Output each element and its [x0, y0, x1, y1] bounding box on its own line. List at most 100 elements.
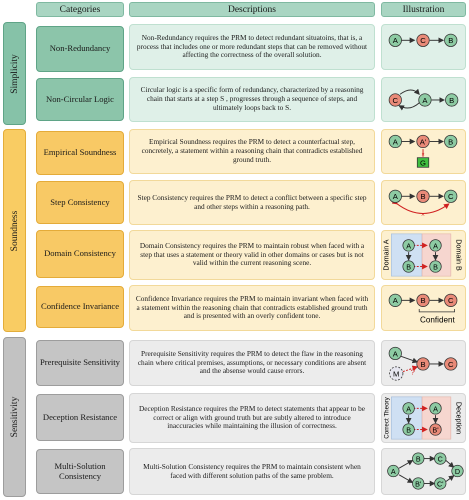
svg-text:C: C	[420, 36, 426, 45]
svg-text:B: B	[406, 262, 411, 271]
category-non-redundancy: Non-Redundancy	[36, 26, 124, 72]
missing-premise-node-m	[389, 366, 404, 381]
node-a	[388, 189, 402, 203]
node-a-domain-a	[402, 239, 415, 252]
node-a	[388, 33, 402, 47]
step-consistency-diagram: × A B C	[388, 189, 458, 218]
svg-text:B': B'	[415, 480, 422, 488]
svg-text:B: B	[416, 455, 421, 463]
svg-text:A: A	[393, 137, 399, 146]
description-confidence-invariance: Confidence Invariance requires the PRM t…	[129, 285, 375, 331]
svg-text:Deception: Deception	[455, 402, 464, 434]
deception-resistance-diagram: A B A B' Correct Theory Deception	[383, 396, 464, 440]
description-empirical-soundness: Empirical Soundness requires the PRM to …	[129, 129, 375, 174]
svg-text:A: A	[433, 241, 438, 250]
empirical-soundness-diagram: × A A' B G	[388, 134, 458, 168]
illustration-empirical-soundness: × A A' B G	[381, 129, 466, 174]
illustration-non-redundancy: A C B	[381, 24, 466, 70]
header-descriptions: Descriptions	[129, 2, 375, 17]
svg-text:G: G	[420, 158, 426, 167]
node-b-domain-a	[402, 260, 415, 273]
svg-text:C': C'	[437, 480, 444, 488]
node-b-domain-b	[429, 260, 442, 273]
node-a	[387, 464, 400, 478]
description-step-consistency: Step Consistency requires the PRM to det…	[129, 180, 375, 225]
description-non-circular-logic: Circular logic is a specific form of red…	[129, 77, 375, 122]
description-domain-consistency: Domain Consistency requires the PRM to m…	[129, 230, 375, 280]
node-a-prime	[416, 134, 430, 149]
node-c	[444, 293, 458, 307]
illustration-prerequisite-sensitivity: ? A M B C	[381, 340, 466, 386]
svg-text:B: B	[448, 137, 453, 146]
svg-text:×: ×	[421, 152, 424, 158]
svg-text:B: B	[420, 296, 425, 305]
svg-text:A: A	[391, 468, 396, 476]
svg-text:C: C	[448, 360, 454, 369]
node-d	[451, 464, 464, 478]
svg-text:A: A	[406, 404, 411, 413]
node-b	[444, 134, 458, 149]
illustration-deception-resistance: A B A B' Correct Theory Deception	[381, 393, 466, 443]
node-a	[388, 293, 402, 307]
svg-text:M: M	[393, 369, 399, 378]
svg-text:A: A	[393, 36, 399, 45]
svg-text:B: B	[420, 192, 425, 201]
svg-text:D: D	[455, 468, 460, 476]
node-a	[388, 134, 402, 149]
category-confidence-invariance: Confidence Invariance	[36, 286, 124, 328]
category-domain-consistency: Domain Consistency	[36, 230, 124, 278]
svg-text:C: C	[438, 455, 443, 463]
svg-text:A: A	[393, 349, 399, 358]
illustration-step-consistency: × A B C	[381, 180, 466, 225]
svg-text:Correct Theory: Correct Theory	[383, 396, 390, 438]
svg-text:B: B	[448, 36, 453, 45]
non-redundancy-diagram: A C B	[388, 33, 458, 47]
group-soundness: Soundness	[3, 129, 26, 332]
node-c	[434, 452, 447, 465]
svg-text:A: A	[393, 296, 399, 305]
node-a-deceptive	[429, 402, 442, 415]
svg-text:×: ×	[421, 211, 425, 218]
multi-solution-consistency-diagram: A B C B' C' D	[387, 452, 464, 490]
category-empirical-soundness: Empirical Soundness	[36, 131, 124, 175]
svg-text:B: B	[433, 262, 438, 271]
svg-text:B: B	[449, 96, 454, 105]
node-b	[402, 423, 415, 436]
node-a	[418, 93, 432, 107]
node-b-prime	[412, 477, 425, 490]
illustration-confidence-invariance: A B C Confident	[381, 285, 466, 331]
svg-text:A: A	[422, 96, 428, 105]
node-b	[416, 293, 430, 307]
group-simplicity-label: Simplicity	[9, 53, 20, 94]
category-prerequisite-sensitivity: Prerequisite Sensitivity	[36, 340, 124, 386]
svg-text:A: A	[433, 404, 438, 413]
node-c	[388, 93, 402, 107]
node-b	[444, 33, 458, 47]
svg-text:B: B	[406, 425, 411, 434]
node-c-prime	[434, 477, 447, 490]
svg-text:?: ?	[411, 367, 415, 376]
group-soundness-label: Soundness	[9, 210, 20, 251]
prerequisite-sensitivity-diagram: ? A M B C	[388, 346, 458, 381]
svg-text:A: A	[393, 192, 399, 201]
description-non-redundancy: Non-Redundancy requires the PRM to detec…	[129, 24, 375, 70]
illustration-domain-consistency: A B A B Domain A Domain B	[381, 230, 466, 280]
confidence-invariance-diagram: A B C Confident	[388, 293, 458, 324]
ground-truth-box	[416, 157, 430, 168]
svg-text:C: C	[448, 296, 454, 305]
svg-text:Confident: Confident	[420, 315, 456, 324]
svg-text:A: A	[406, 241, 411, 250]
header-categories: Categories	[36, 2, 124, 17]
illustration-multi-solution-consistency: A B C B' C' D	[381, 448, 466, 495]
svg-text:Domain A: Domain A	[381, 239, 390, 270]
node-a-domain-b	[429, 239, 442, 252]
group-simplicity: Simplicity	[3, 22, 26, 125]
category-step-consistency: Step Consistency	[36, 181, 124, 224]
description-prerequisite-sensitivity: Prerequisite Sensitivity requires the PR…	[129, 340, 375, 386]
node-b	[445, 93, 459, 107]
node-b	[412, 452, 425, 465]
node-b	[416, 189, 430, 203]
domain-consistency-diagram: A B A B Domain A Domain B	[381, 233, 464, 277]
svg-text:A': A'	[420, 137, 427, 146]
svg-text:B: B	[420, 360, 425, 369]
